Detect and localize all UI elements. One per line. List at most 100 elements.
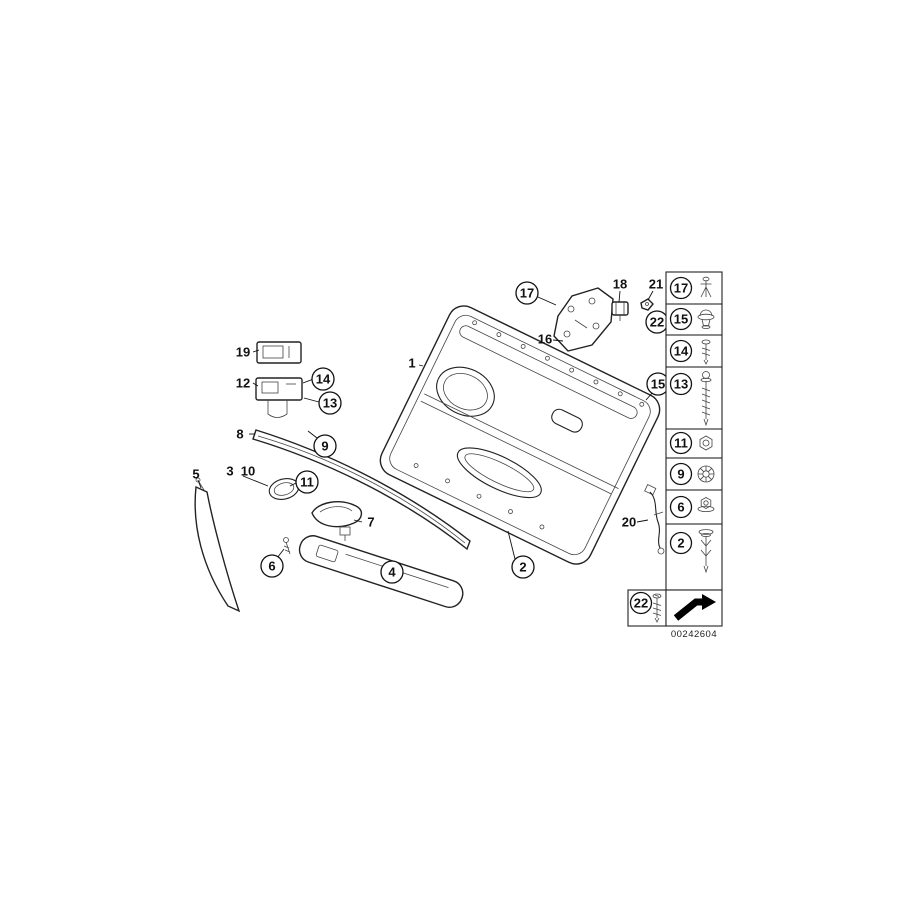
callout-6: 6: [260, 554, 284, 578]
flange-nut-icon: [697, 497, 715, 512]
callout-circle: [669, 431, 693, 455]
armrest-seam-line: [424, 393, 619, 489]
long-screw-icon: [700, 371, 712, 427]
callout-number: 6: [268, 559, 275, 574]
callout-circle: [515, 281, 539, 305]
door-pull-handle-part-7: [311, 501, 363, 541]
callout-circle: [669, 339, 693, 363]
callout-number: 4: [388, 565, 396, 580]
legend-row-15: 15: [669, 307, 715, 331]
callout-15: 15: [646, 372, 670, 396]
screw-part-6: [283, 537, 291, 555]
leader-line: [303, 397, 320, 403]
callout-number: 22: [650, 315, 664, 330]
callout-circle: [669, 307, 693, 331]
door-trim-panel: [379, 305, 661, 565]
door-panel-inner-line: [389, 314, 651, 556]
direction-arrow-icon: [673, 594, 716, 621]
leader-line: [618, 290, 621, 303]
callout-circle: [629, 591, 653, 615]
callout-circle: [511, 555, 535, 579]
callout-22: 22: [645, 310, 669, 334]
callout-number-8: 8: [236, 427, 243, 442]
bowden-cable-part-20: [644, 484, 665, 555]
push-fastener-icon: [697, 465, 715, 483]
callout-number: 17: [520, 286, 534, 301]
callout-circle: [669, 495, 693, 519]
leader-line: [252, 382, 259, 387]
callout-number-7: 7: [367, 515, 374, 530]
legend-number: 17: [674, 281, 688, 296]
window-switch-blank-part-19: [256, 341, 302, 364]
callout-number-21: 21: [649, 277, 663, 292]
legend-nav-arrow: [665, 589, 723, 627]
callout-11: 11: [295, 470, 319, 494]
callout-2: 2: [511, 555, 535, 579]
legend-row-14: 14: [669, 339, 711, 365]
callout-number-19: 19: [236, 345, 250, 360]
hardware-legend-panel: 17 15 14: [627, 271, 723, 627]
leader-line: [636, 519, 649, 523]
callout-circle: [669, 276, 693, 300]
legend-number: 6: [677, 500, 684, 515]
legend-row-11: 11: [669, 431, 713, 455]
door-panel-outline: [379, 305, 661, 565]
leader-line: [537, 296, 557, 306]
clamp-part-21: [640, 298, 654, 311]
leader-line: [353, 519, 363, 523]
plain-callouts: 19 12 8 5 3 10 7 1 16 18 21 20: [192, 277, 663, 530]
callout-circle: [313, 434, 337, 458]
legend-row-6: 6: [669, 495, 715, 519]
callout-number: 15: [651, 377, 665, 392]
callout-number: 13: [323, 396, 337, 411]
legend-number: 14: [674, 344, 689, 359]
leader-line: [252, 349, 260, 353]
pull-recess-cutout: [456, 447, 542, 499]
door-panel-trim-strip: [459, 325, 638, 419]
legend-number: 9: [677, 467, 684, 482]
leader-line: [507, 530, 516, 560]
callout-number-5: 5: [192, 467, 199, 482]
callout-number-16: 16: [538, 332, 552, 347]
callout-circle: [318, 391, 342, 415]
legend-footer-22: 22: [627, 589, 667, 627]
legend-number: 13: [674, 377, 688, 392]
callout-13: 13: [318, 391, 342, 415]
callout-14: 14: [311, 367, 335, 391]
leader-lines: [197, 290, 654, 560]
callout-4: 4: [380, 560, 404, 584]
callout-number-20: 20: [622, 515, 636, 530]
legend-row-17: 17: [669, 276, 712, 300]
leader-line: [197, 479, 202, 489]
grommet-icon: [697, 309, 715, 329]
leader-line: [289, 482, 297, 487]
callout-number: 14: [316, 372, 331, 387]
callout-number-10: 10: [241, 464, 255, 479]
callout-circle: [669, 462, 693, 486]
leader-line: [647, 290, 654, 301]
drawing-number: 00242604: [671, 629, 717, 640]
callout-number-18: 18: [613, 277, 627, 292]
legend-number: 11: [674, 436, 688, 451]
bracket-part-12: [255, 377, 303, 418]
expanding-clip-icon: [700, 276, 712, 298]
legend-row-13: 13: [669, 371, 712, 427]
legend-number: 22: [634, 596, 648, 611]
leader-line: [552, 339, 564, 342]
leader-line: [307, 430, 318, 439]
screw-clip-icon: [701, 339, 711, 365]
callout-17: 17: [515, 281, 539, 305]
callout-number: 2: [519, 560, 526, 575]
legend-number: 2: [677, 536, 684, 551]
callout-number-3: 3: [226, 464, 233, 479]
leader-line: [242, 475, 269, 487]
legend-row-2: 2: [669, 529, 714, 574]
callout-circle: [260, 554, 284, 578]
speaker-cutout: [436, 366, 495, 417]
leader-line: [418, 364, 424, 367]
callout-circle: [380, 560, 404, 584]
callout-number-1: 1: [408, 356, 415, 371]
legend-number: 15: [674, 312, 688, 327]
pull-handle-trim-part-5: [194, 477, 241, 613]
